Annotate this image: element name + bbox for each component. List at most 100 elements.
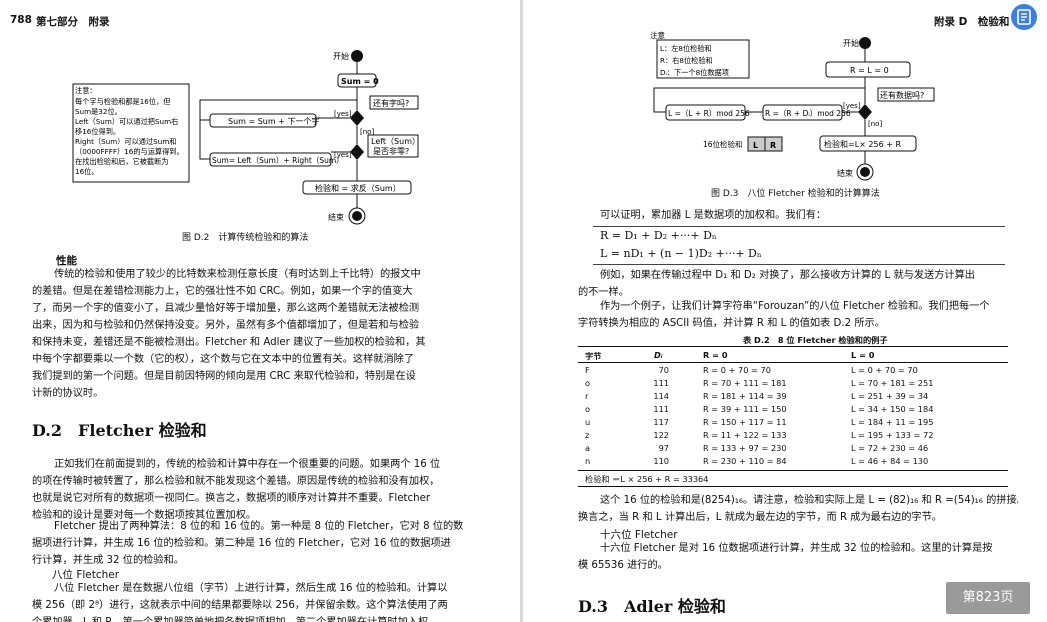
example2-paragraph: 作为一个例子，让我们计算字符串“Forouzan”的八位 Fletcher 检验… <box>578 301 990 329</box>
svg-text:Right（Sum）可以通过Sum和: Right（Sum）可以通过Sum和 <box>75 137 176 146</box>
start-node <box>351 50 363 62</box>
result-box <box>819 135 917 152</box>
table-cell: a <box>585 443 591 453</box>
note-box <box>72 83 190 183</box>
table-cell: L = 34 + 150 = 184 <box>851 404 934 414</box>
table-cell: R = 230 + 110 = 84 <box>703 456 787 466</box>
formula-l: L = nD₁ + (n − 1)D₂ +···+ Dₙ <box>600 247 762 260</box>
table-cell: u <box>585 417 591 427</box>
note-lines: 注意： 每个字与检验和都是16位，但 Sum是32位。 Left（Sum）可以通… <box>75 86 184 176</box>
svg-text:[yes]: [yes] <box>334 151 352 159</box>
table-cell: L = 195 + 133 = 72 <box>851 430 934 440</box>
svg-text:结束: 结束 <box>837 168 853 178</box>
svg-text:移16位得到。: 移16位得到。 <box>75 127 120 136</box>
svg-text:开始: 开始 <box>843 38 859 48</box>
section-d2-heading: D.2 Fletcher 检验和 <box>32 421 207 440</box>
svg-text:L：左8位检验和: L：左8位检验和 <box>660 44 712 53</box>
svg-text:[yes]: [yes] <box>334 110 352 118</box>
table-cell: L = 184 + 11 = 195 <box>851 417 934 427</box>
svg-text:检验和 = 求反（Sum）: 检验和 = 求反（Sum） <box>315 183 401 193</box>
svg-text:R = L = 0: R = L = 0 <box>850 66 889 75</box>
table-cell: R = 181 + 114 = 39 <box>703 391 787 401</box>
formula-r: R = D₁ + D₂ +···+ Dₙ <box>600 229 717 242</box>
table-cell: L = 46 + 84 = 130 <box>851 456 929 466</box>
d2-paragraph-1: 正如我们在前面提到的，传统的检验和计算中存在一个很重要的问题。如果两个 16 位… <box>32 459 441 521</box>
table-cell: 110 <box>653 456 669 466</box>
svg-text:L =（L + R）mod 256: L =（L + R）mod 256 <box>668 109 750 118</box>
fletcher8-heading: 八位 Fletcher <box>52 569 120 581</box>
table-cell: 97 <box>658 443 669 453</box>
page-gutter <box>520 0 523 622</box>
svg-text:在找出检验和后，它被截断为: 在找出检验和后，它被截断为 <box>75 157 168 166</box>
example-paragraph: 例如，如果在传输过程中 D₁ 和 D₂ 对换了，那么接收方计算的 L 就与发送方… <box>578 270 975 298</box>
table-cell: 122 <box>653 430 669 440</box>
svg-text:注意：: 注意： <box>75 86 97 95</box>
table-cell: R = 133 + 97 = 230 <box>703 443 787 453</box>
svg-text:Sum是32位。: Sum是32位。 <box>75 107 122 116</box>
table-cell: r <box>585 391 589 401</box>
table-cell: L = 0 + 70 = 70 <box>851 365 918 375</box>
table-cell: o <box>585 404 591 414</box>
table-cell: n <box>585 456 591 466</box>
performance-paragraph: 传统的检验和使用了较少的比特数来检测任意长度（有时达到上千比特）的报文中 的差错… <box>32 269 426 399</box>
svg-text:Left（Sum）: Left（Sum） <box>371 137 420 146</box>
table-cell: L = 70 + 181 = 251 <box>851 378 934 388</box>
svg-text:Sum= Left（Sum）+ Right（Sum）: Sum= Left（Sum）+ Right（Sum） <box>212 156 344 165</box>
viewer-menu-button[interactable] <box>1011 4 1037 30</box>
figure-d2-caption: 图 D.2 计算传统检验和的算法 <box>182 233 309 243</box>
r-byte-box <box>764 136 783 152</box>
svg-text:Left（Sum）可以通过把Sum右: Left（Sum）可以通过把Sum右 <box>75 117 178 126</box>
table-cell: L = 72 + 230 = 46 <box>851 443 929 453</box>
after-table-paragraph: 这个 16 位的检验和是(8254)₁₆。请注意，检验和实际上是 L = (82… <box>578 495 1018 523</box>
start-label: 开始 <box>333 51 349 61</box>
fletcher16-heading: 十六位 Fletcher <box>600 529 678 541</box>
start-node <box>859 37 871 49</box>
table-cell: o <box>585 378 591 388</box>
svg-text:16位检验和: 16位检验和 <box>703 139 743 149</box>
svg-text:还有数据吗?: 还有数据吗? <box>880 90 924 100</box>
figure-d2-flowchart: 开始 Sum = 0 还有字吗? [yes] Sum = Sum + 下一个字 … <box>72 50 420 225</box>
svg-text:结束: 结束 <box>328 212 344 222</box>
decision-more-data <box>350 110 364 126</box>
svg-text:16位。: 16位。 <box>75 167 99 176</box>
table-title: 表 D.2 8 位 Fletcher 检验和的例子 <box>743 335 888 345</box>
page-number-badge[interactable]: 第823页 <box>946 582 1030 614</box>
note-box <box>656 39 750 79</box>
fletcher8-paragraph: 八位 Fletcher 是在数据八位组（字节）上进行计算，然后生成 16 位的检… <box>32 583 448 622</box>
table-cell: R = 39 + 111 = 150 <box>703 404 787 414</box>
svg-text:Sum = 0: Sum = 0 <box>341 77 379 86</box>
svg-text:注意: 注意 <box>650 30 665 40</box>
svg-text:检验和=L× 256 + R: 检验和=L× 256 + R <box>824 139 901 149</box>
svg-text:每个字与检验和都是16位，但: 每个字与检验和都是16位，但 <box>75 97 170 106</box>
header-page-number: 788 <box>10 14 32 26</box>
table-cell: R = 70 + 111 = 181 <box>703 378 787 388</box>
table-cell: 70 <box>658 365 669 375</box>
formula-rule-top <box>593 226 1005 227</box>
figure-d3-flowchart: 注意 L：左8位检验和 R：右8位检验和 Dᵢ：下一个8位数据项 开始 R = … <box>650 30 935 181</box>
formula-rule-bottom <box>593 264 1005 265</box>
svg-text:（0000FFFF）16的与运算得到。: （0000FFFF）16的与运算得到。 <box>75 147 184 156</box>
table-cell: R = 11 + 122 = 133 <box>703 430 787 440</box>
init-box <box>825 61 911 78</box>
table-cell: L = 251 + 39 = 34 <box>851 391 929 401</box>
decision-more-data <box>858 104 872 120</box>
table-cell: R = 0 + 70 = 70 <box>703 365 771 375</box>
decision-left-nonzero <box>350 144 364 160</box>
svg-text:Dᵢ：下一个8位数据项: Dᵢ：下一个8位数据项 <box>660 68 729 77</box>
svg-text:[yes]: [yes] <box>843 102 861 110</box>
svg-text:Sum = Sum + 下一个字: Sum = Sum + 下一个字 <box>228 116 319 126</box>
table-cell: 111 <box>653 378 669 388</box>
table-cell: 114 <box>653 391 669 401</box>
svg-text:L: L <box>753 141 758 150</box>
table-cell: 117 <box>653 417 669 427</box>
fletcher-example-table: 表 D.2 8 位 Fletcher 检验和的例子 字节 Dᵢ R = 0 L … <box>578 334 1008 487</box>
svg-text:[no]: [no] <box>360 128 374 136</box>
prove-line: 可以证明，累加器 L 是数据项的加权和。我们有： <box>600 210 827 221</box>
table-cell: F <box>585 365 590 375</box>
header-section-title: 第七部分 附录 <box>36 16 110 28</box>
svg-text:R =（R + Dᵢ）mod 256: R =（R + Dᵢ）mod 256 <box>765 109 851 118</box>
left-page: 788 第七部分 附录 开始 Sum = 0 还有字吗? [yes] Sum =… <box>0 0 521 622</box>
document-icon <box>1017 9 1031 25</box>
table-cell: 111 <box>653 404 669 414</box>
right-page: 附录 D 检验和 注意 L：左8位检验和 R：右8位检验和 Dᵢ：下一个8位数据… <box>523 0 1047 622</box>
